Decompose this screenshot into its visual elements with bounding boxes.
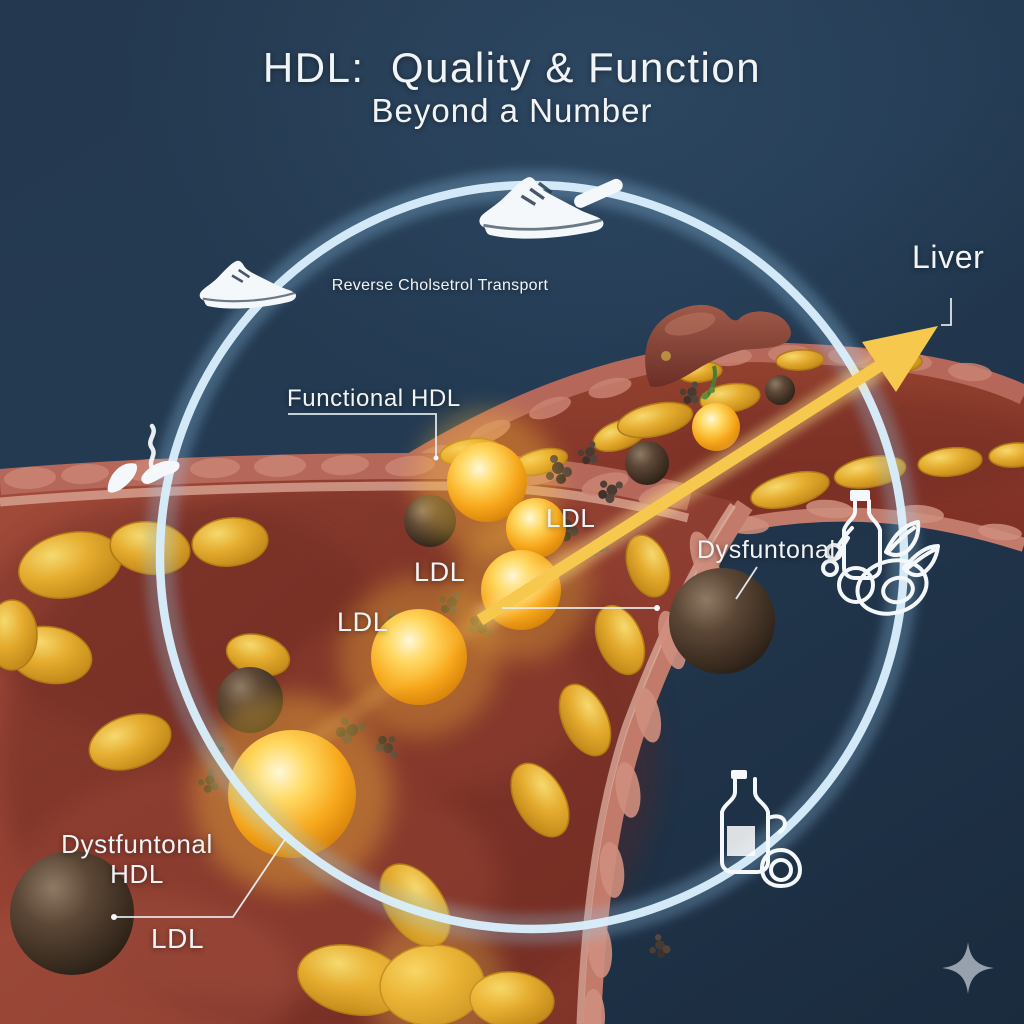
dysfunctional-hdl-line1: Dystfuntonal xyxy=(61,829,213,859)
page-subtitle: Beyond a Number xyxy=(371,92,653,129)
plaque-glow xyxy=(365,915,505,1024)
running-shoe-icon-top xyxy=(476,172,623,243)
oil-cruet-icon xyxy=(720,777,787,874)
bile-stem xyxy=(705,365,718,398)
avocado-icon xyxy=(760,848,802,888)
liver-label: Liver xyxy=(912,239,985,275)
reverse-transport-label: Reverse Cholsetrol Transport xyxy=(331,277,549,294)
transport-arrow xyxy=(294,326,938,758)
ldl-label-3: LDL xyxy=(337,607,389,637)
sparkle-icon xyxy=(942,942,994,994)
oil-avocado-icons xyxy=(720,770,802,888)
cruet-label xyxy=(727,826,755,856)
ldl-label-4: LDL xyxy=(151,923,205,954)
olives-icon xyxy=(821,526,854,577)
functional-hdl-leader xyxy=(288,413,437,456)
avocado-icon xyxy=(855,558,929,616)
dysfunctional-hdl-line2: HDL xyxy=(110,859,164,889)
leader-lines xyxy=(111,298,952,920)
bottle-cork-icon xyxy=(850,490,870,501)
ldl-label-2: LDL xyxy=(414,557,466,587)
tomato-icon xyxy=(837,566,875,604)
leaf-icon xyxy=(902,544,940,578)
cruet-cork-icon xyxy=(731,770,747,779)
smoke-icon xyxy=(148,423,156,471)
ldl-label-1: LDL xyxy=(546,503,596,533)
broken-cigarette-icon xyxy=(107,423,180,493)
healthy-fats-icons xyxy=(821,490,940,616)
transport-leader xyxy=(941,298,952,326)
dysfunctional-hdl-leader xyxy=(114,837,287,918)
cigarette-stick-icon xyxy=(574,178,623,208)
leaf-icon xyxy=(884,520,921,557)
dysfunctional-leader xyxy=(735,566,758,600)
functional-hdl-label: Functional HDL xyxy=(287,385,461,412)
page-title: HDL: Quality & Function xyxy=(262,44,762,91)
liver-organ xyxy=(645,304,791,400)
dysfunctional-label: Dysfuntonal xyxy=(697,536,836,564)
